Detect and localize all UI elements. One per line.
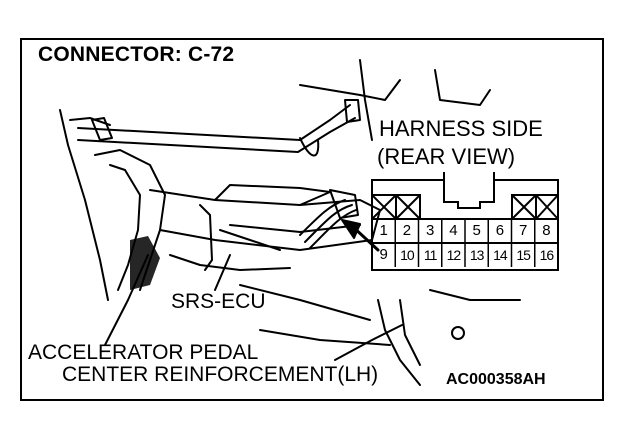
connector-pin-13: 13 [469, 247, 485, 263]
connector-pin-16: 16 [539, 247, 555, 263]
reinforcement-label: CENTER REINFORCEMENT(LH) [62, 363, 379, 386]
connector-pin-2: 2 [402, 222, 412, 239]
connector-pin-5: 5 [472, 222, 481, 239]
connector-pin-6: 6 [495, 222, 505, 239]
connector-title: CONNECTOR: C-72 [38, 43, 235, 66]
connector-pin-10: 10 [400, 247, 415, 263]
connector-pin-1: 1 [379, 222, 388, 239]
srs-ecu-label: SRS-ECU [171, 290, 266, 313]
connector-pin-8: 8 [542, 222, 551, 239]
figure-code: AC000358AH [446, 371, 546, 388]
connector-pin-7: 7 [518, 222, 528, 239]
connector-pin-12: 12 [446, 247, 462, 263]
connector-pin-14: 14 [493, 247, 508, 263]
connector-face [371, 172, 559, 271]
connector-pin-3: 3 [425, 222, 435, 239]
view-label-line1: HARNESS SIDE [379, 116, 543, 141]
pedal-label: ACCELERATOR PEDAL [28, 341, 259, 364]
connector-pin-9: 9 [379, 246, 388, 263]
connector-pin-15: 15 [516, 247, 531, 263]
connector-pin-11: 11 [423, 247, 438, 263]
reinforcement-outline [377, 299, 421, 386]
view-label-line2: (REAR VIEW) [377, 144, 516, 169]
pillar-outline [59, 109, 109, 301]
connector-pin-4: 4 [449, 222, 458, 239]
diagram-frame [20, 38, 604, 401]
